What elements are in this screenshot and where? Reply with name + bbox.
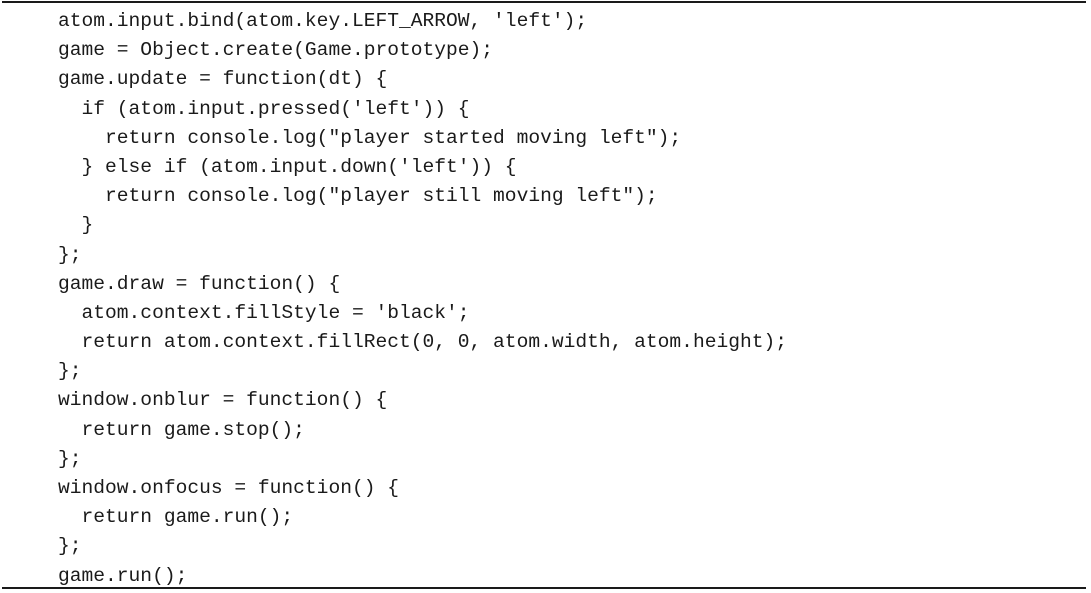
- code-line-3: game.update = function(dt) {: [58, 68, 388, 91]
- code-line-12: return atom.context.fillRect(0, 0, atom.…: [58, 331, 788, 354]
- code-line-8: }: [58, 214, 94, 237]
- code-line-10: game.draw = function() {: [58, 272, 341, 295]
- code-block: atom.input.bind(atom.key.LEFT_ARROW, 'le…: [58, 7, 787, 591]
- code-line-7: return console.log("player still moving …: [58, 185, 658, 208]
- code-line-9: };: [58, 243, 82, 266]
- code-line-17: window.onfocus = function() {: [58, 477, 399, 499]
- code-line-6: } else if (atom.input.down('left')) {: [58, 155, 517, 178]
- code-line-19: };: [58, 535, 82, 558]
- code-line-15: return game.stop();: [58, 418, 305, 441]
- code-line-14: window.onblur = function() {: [58, 389, 388, 412]
- code-line-4: if (atom.input.pressed('left')) {: [58, 97, 470, 120]
- code-line-5: return console.log("player started movin…: [58, 126, 682, 149]
- code-line-20: game.run();: [58, 564, 188, 587]
- code-line-2: game = Object.create(Game.prototype);: [58, 39, 494, 62]
- code-line-13: };: [58, 360, 82, 383]
- code-line-16: };: [58, 447, 82, 470]
- code-line-1: atom.input.bind(atom.key.LEFT_ARROW, 'le…: [58, 10, 588, 32]
- code-line-11: atom.context.fillStyle = 'black';: [58, 301, 470, 324]
- code-line-18: return game.run();: [58, 506, 294, 529]
